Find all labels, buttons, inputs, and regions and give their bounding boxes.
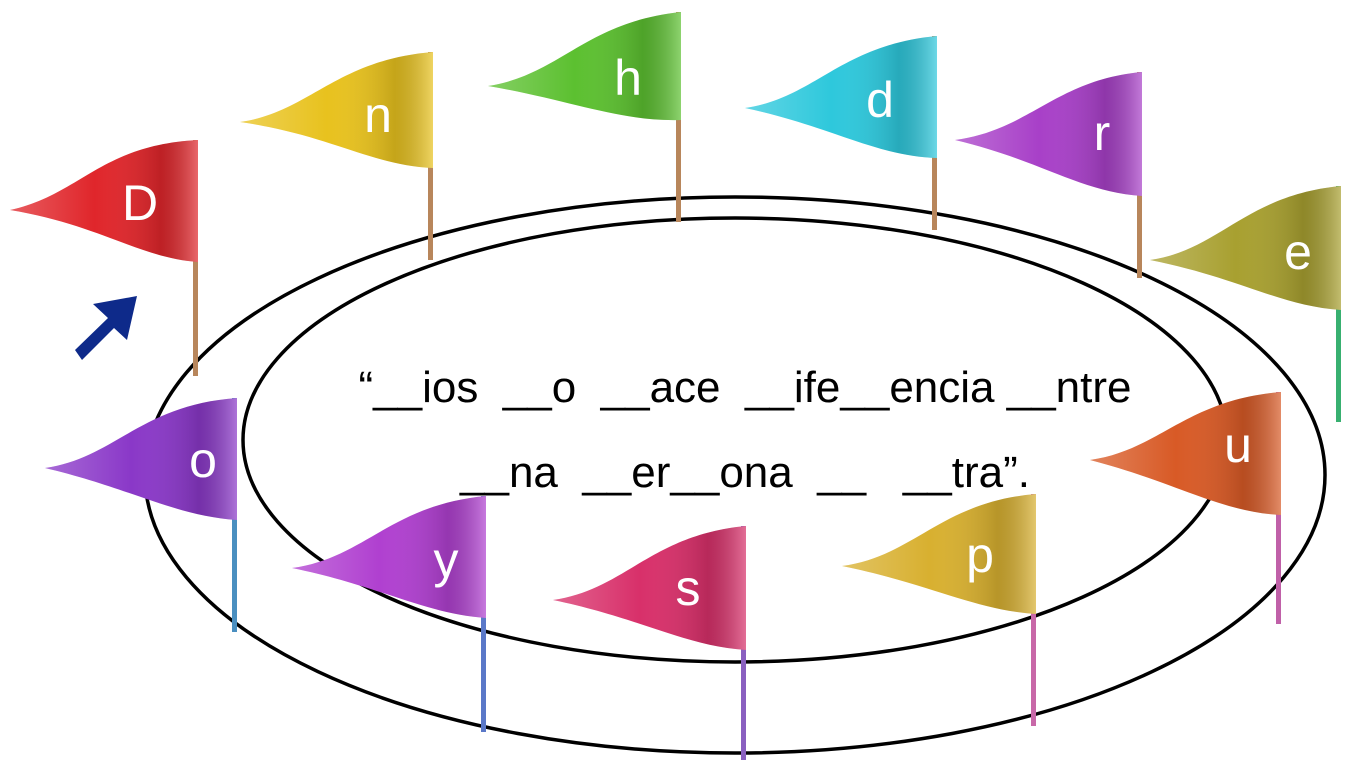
flag-o[interactable]: o	[45, 398, 237, 632]
flag-letter: D	[122, 175, 158, 231]
flag-y[interactable]: y	[292, 496, 486, 732]
flag-u[interactable]: u	[1090, 392, 1281, 624]
flag-letter: p	[966, 527, 994, 583]
flag-letter: d	[866, 72, 894, 128]
flag-letter: y	[434, 532, 459, 588]
flag-letter: s	[676, 560, 701, 616]
flag-r[interactable]: r	[955, 72, 1142, 278]
flag-letter: o	[189, 432, 217, 488]
flag-n[interactable]: n	[240, 52, 433, 260]
flag-p[interactable]: p	[842, 494, 1036, 726]
puzzle-line-1: “__ios __o __ace __ife__encia __ntre	[358, 363, 1131, 412]
flag-letter: u	[1224, 417, 1252, 473]
flag-e[interactable]: e	[1150, 186, 1341, 422]
flag-d-lowercase[interactable]: d	[745, 36, 937, 230]
flag-letter: h	[614, 50, 642, 106]
flag-h[interactable]: h	[488, 12, 681, 222]
flag-letter: n	[364, 87, 392, 143]
arrow-up-right-icon	[75, 296, 137, 360]
flag-letter: r	[1094, 105, 1111, 161]
flag-d-uppercase[interactable]: D	[10, 140, 198, 376]
flag-s[interactable]: s	[553, 526, 746, 760]
puzzle-line-2: __na __er__ona __ __tra”.	[459, 448, 1030, 497]
flag-letter: e	[1284, 224, 1312, 280]
